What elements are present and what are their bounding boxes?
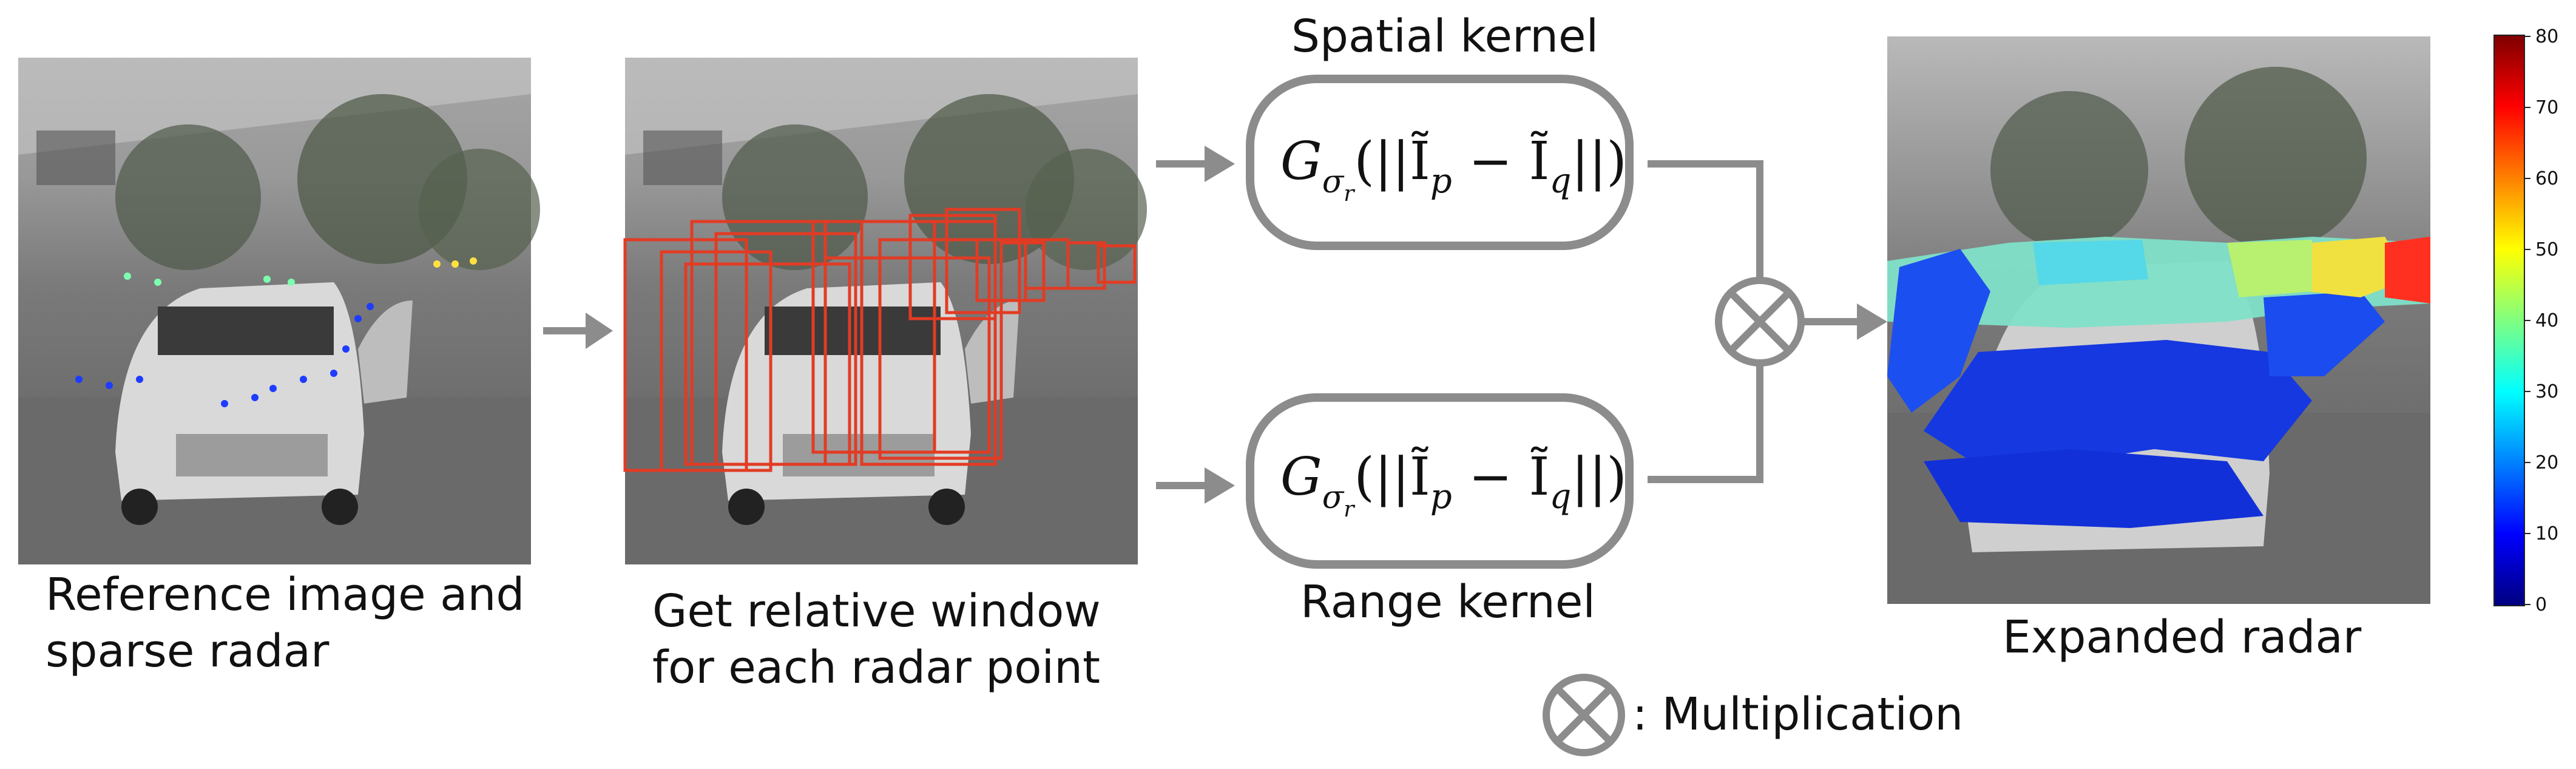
colorbar-tick-label: 20 bbox=[2535, 452, 2558, 473]
reference-image bbox=[18, 58, 540, 564]
range-kernel-formula: Gσr(||Ĩp − Ĩq||) bbox=[1280, 447, 1627, 522]
colorbar-tick-label: 40 bbox=[2535, 310, 2558, 331]
expanded-radar-caption: Expanded radar bbox=[2003, 611, 2362, 663]
reference-caption-line2: sparse radar bbox=[46, 625, 330, 677]
legend-label: : Multiplication bbox=[1632, 688, 1963, 740]
colorbar-tick-label: 0 bbox=[2535, 594, 2547, 615]
connector-lines bbox=[1648, 160, 1763, 483]
right-arrow-icon bbox=[1156, 467, 1235, 504]
right-arrow-icon bbox=[1156, 146, 1235, 182]
circled-times-icon bbox=[1543, 674, 1625, 756]
reference-caption-line1: Reference image and bbox=[46, 569, 524, 621]
spatial-kernel-formula: Gσr(||Ĩp − Ĩq||) bbox=[1280, 131, 1627, 206]
sparse-radar-points bbox=[75, 303, 374, 407]
right-arrow-icon bbox=[1801, 303, 1887, 340]
window-caption-line1: Get relative window bbox=[652, 585, 1101, 637]
colorbar-ticks bbox=[2524, 36, 2530, 605]
expanded-radar-image bbox=[1887, 36, 2430, 604]
colorbar-tick-label: 50 bbox=[2535, 239, 2558, 260]
expanded-radar-overlay bbox=[1887, 237, 2430, 528]
colorbar-tick-label: 10 bbox=[2535, 523, 2558, 544]
colorbar-tick-label: 60 bbox=[2535, 168, 2558, 189]
spatial-kernel-title: Spatial kernel bbox=[1291, 10, 1598, 63]
legend-multiplication: : Multiplication bbox=[1543, 674, 1963, 756]
colorbar-tick-label: 80 bbox=[2535, 26, 2558, 47]
window-image bbox=[623, 58, 1147, 564]
radar-windows bbox=[623, 208, 1137, 472]
colorbar-tick-label: 70 bbox=[2535, 97, 2558, 118]
window-caption-line2: for each radar point bbox=[652, 642, 1100, 694]
spatial-kernel-box bbox=[1246, 75, 1634, 250]
colorbar bbox=[2493, 35, 2525, 606]
range-kernel-box bbox=[1246, 393, 1634, 569]
colorbar-tick-label: 30 bbox=[2535, 381, 2558, 402]
range-kernel-title: Range kernel bbox=[1300, 576, 1595, 628]
circled-times-icon bbox=[1715, 277, 1805, 367]
right-arrow-icon bbox=[543, 313, 613, 349]
